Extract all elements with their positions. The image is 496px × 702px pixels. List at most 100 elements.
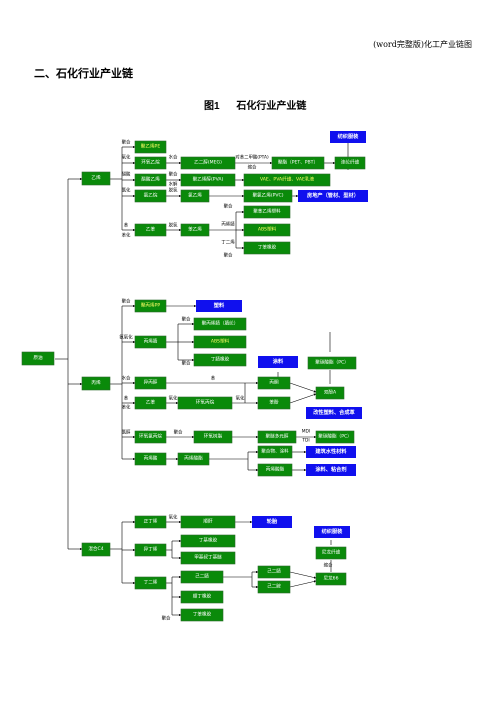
node-jiaji2-label: 甲基叔丁基醚 (194, 554, 222, 561)
node-yierchun-label: 乙二醇(MEG) (194, 159, 222, 166)
node-dingjiluntai (180, 534, 236, 548)
node-cusuan-label: 醋酸乙烯 (141, 176, 160, 183)
node-nilong (315, 572, 347, 586)
node-jubenyixi (243, 205, 291, 219)
node-yichun-label: 异丙醇 (144, 379, 158, 386)
node-yierchun (180, 156, 236, 170)
node-huanyangbingwan (177, 396, 233, 410)
edge-label-juhe-9: 聚合 (162, 615, 171, 622)
node-jubingxi-label: 聚丙烯PP (141, 302, 161, 309)
node-yixi (81, 171, 111, 186)
edge-labels: 聚合 氧化 醋酸 氯化 苯 苯化 水合 对苯二甲酸(PTA) 缩合 聚合 水解 … (119, 139, 333, 622)
node-bingxijing-label: 丙烯腈 (144, 338, 158, 345)
node-jiaji (180, 551, 236, 565)
app-fangzhi-1 (330, 131, 366, 143)
node-dingben2-label: 丁苯橡胶 (193, 611, 212, 618)
node-dingerxi2-label: 己二腈 (195, 573, 209, 580)
node-shunding2-label: 顺丁橡胶 (193, 593, 212, 600)
app-dianzi (306, 407, 362, 419)
node-huanyang-label: 环氧氯丙烷 (139, 433, 162, 440)
node-nilongzhi (315, 546, 347, 560)
node-zhengdingxi-label: 正丁烯 (144, 518, 158, 525)
app-dianzi-label: 改性塑料、合成革 (313, 408, 355, 416)
node-abs2 (193, 335, 247, 349)
node-cusuan (134, 173, 167, 187)
node-bingxisuan (134, 452, 167, 466)
node-dingerxi (134, 576, 167, 590)
node-nilongzhi-label: 尼龙纤维 (322, 549, 341, 556)
edge-label-cusuan: 醋酸 (122, 171, 131, 178)
edge-label-shuihe: 水合 (169, 154, 178, 161)
node-jinera-label: 己二腈 (267, 568, 281, 575)
node-zhengdingxi (134, 515, 167, 529)
node-yiben (134, 223, 167, 237)
node-vae-label: VAE、PVA纤维、VAE乳液 (260, 176, 315, 183)
edge-label-benhua: 苯化 (122, 232, 131, 239)
node-jiner-label: 己二胺 (267, 583, 281, 590)
node-dilun-label: 涤纶纤维 (341, 159, 360, 166)
node-pvc-label: 聚氯乙烯(PVC) (252, 192, 283, 199)
section-title: 二、石化行业产业链 (34, 68, 133, 80)
node-bingxisuanzhi (177, 452, 210, 466)
node-dingben-label: 丁苯橡胶 (258, 244, 277, 251)
edge-label-juhe-2: 聚合 (169, 171, 178, 178)
edge-label-suohe-2: 缩合 (324, 562, 333, 569)
node-yiben2-label: 乙苯 (146, 399, 156, 406)
node-juzhi (271, 156, 325, 170)
edge-label-ben-3: 苯 (211, 375, 216, 382)
edge-label-shuihe-2: 水合 (122, 375, 131, 382)
app-fangzhi-1-label: 纺织服装 (338, 132, 360, 140)
app-luntai-label: 轮胎 (267, 517, 278, 525)
edge-label-benhua-2: 苯化 (122, 404, 131, 411)
node-bingxijing (134, 335, 167, 349)
node-dilun (334, 156, 366, 170)
edge-label-anyanghua: 氨氧化 (119, 334, 133, 341)
edge-label-duiben: 对苯二甲酸(PTA) (235, 154, 269, 161)
edge-label-juhe-8: 聚合 (174, 429, 183, 436)
node-huanyang (134, 430, 167, 444)
node-jubingxijing (193, 317, 247, 331)
node-juanzhi-pu (315, 430, 355, 444)
app-fangdichan (298, 190, 368, 202)
node-juanzhi (257, 430, 297, 444)
node-juanzhi-label: 聚醚多元醇 (266, 433, 289, 440)
app-jianzhu-label: 建筑水性材料 (315, 447, 347, 455)
node-shunding-label: 顺酐 (203, 519, 213, 525)
edge-label-yanghua-2: 氧化 (169, 395, 178, 402)
app-luntai (252, 516, 292, 528)
app-tuliao-2-label: 涂料、粘合剂 (315, 465, 346, 473)
node-yidingxi (134, 543, 167, 557)
node-julu-2 (257, 463, 293, 477)
edge-label-dingerxi: 丁二烯 (221, 239, 235, 246)
app-fangdichan-label: 房地产（管材、型材） (307, 191, 359, 199)
edge-label-bingxijing: 丙烯腈 (221, 221, 235, 228)
node-huanyangshuzhi-label: 环氧树脂 (204, 433, 223, 440)
node-shuangfenA-label: 双酚A (324, 389, 337, 396)
app-tuliao-2 (306, 464, 356, 476)
node-bingtong-source (134, 376, 167, 390)
node-huanyangyiwan-label: 环氧乙烷 (141, 159, 160, 166)
node-dingben (243, 241, 291, 255)
node-huanyangbingwan-label: 环氧丙烷 (196, 399, 215, 406)
node-tansi-label: 混合C4 (88, 545, 103, 552)
node-shuangfenA (315, 386, 345, 400)
node-benyixi (180, 223, 210, 237)
edge-label-juhe-5: 聚合 (122, 298, 131, 305)
node-bingxisuanzhi-label: 丙烯酸酯 (184, 455, 203, 462)
node-dingerxi2 (180, 570, 224, 584)
node-julu-1 (257, 445, 293, 459)
node-dingerxi-label: 丁二烯 (144, 579, 158, 586)
node-bingxi-label: 丙烯 (91, 379, 101, 386)
node-dingben2 (180, 608, 224, 622)
figure-label: 图1 (204, 101, 220, 112)
edge-label-juhe-3: 聚合 (224, 203, 233, 210)
app-jianzhu (306, 446, 356, 458)
node-lvyiwan (134, 189, 167, 203)
node-vae (243, 173, 331, 187)
node-shunding2 (180, 590, 224, 604)
edge-label-tuoqing: 脱氢 (169, 187, 178, 194)
edge-label-ben-1: 苯 (124, 222, 129, 229)
edge-label-tdi: TDI (301, 438, 309, 444)
node-dingjiluntai-label: 丁基橡胶 (199, 537, 218, 544)
node-bingxisuan-label: 丙烯酸 (144, 455, 158, 462)
